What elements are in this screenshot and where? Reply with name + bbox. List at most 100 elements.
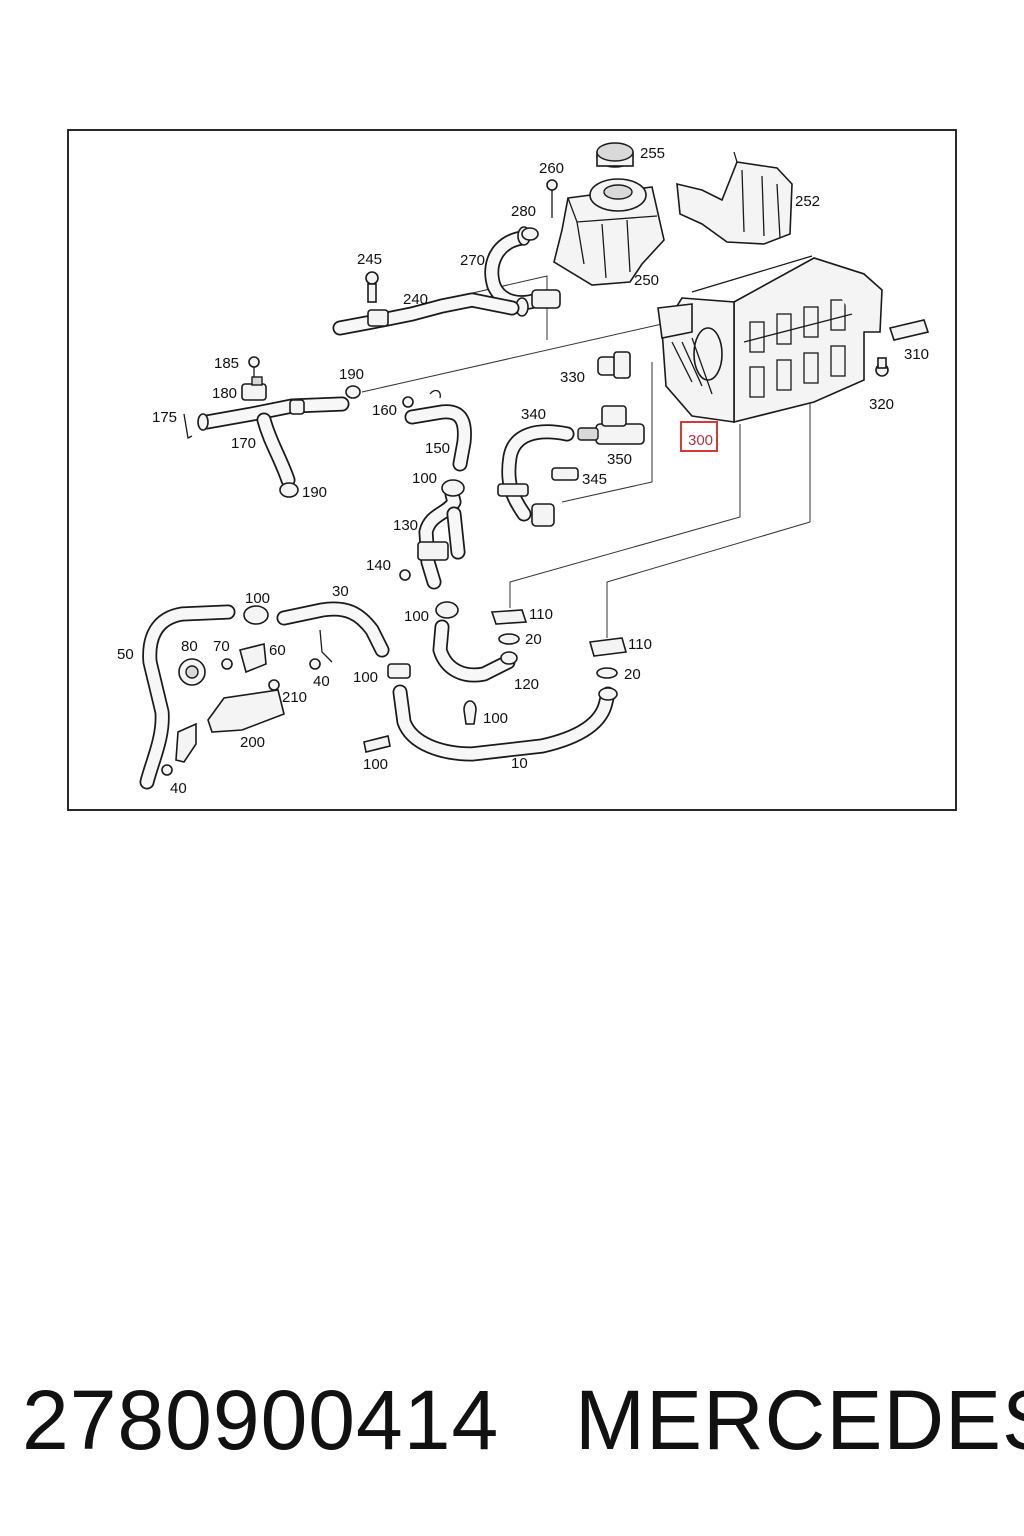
callout-270: 270 bbox=[460, 252, 485, 269]
callout-300-highlight bbox=[680, 421, 718, 452]
exploded-parts-diagram: 255 260 252 280 270 250 245 240 185 190 … bbox=[117, 142, 930, 797]
expansion-tank-250 bbox=[553, 178, 665, 286]
bracket-252 bbox=[676, 151, 793, 245]
callout-340: 340 bbox=[521, 406, 546, 423]
bolt-320 bbox=[875, 357, 889, 377]
clamp-100-120 bbox=[435, 601, 459, 619]
callout-100-10: 100 bbox=[353, 669, 378, 686]
clip-175 bbox=[183, 413, 193, 439]
bracket-60 bbox=[239, 642, 267, 674]
connector-180 bbox=[241, 376, 267, 401]
hose-120 bbox=[432, 619, 518, 683]
clamp-190-lower bbox=[279, 482, 299, 498]
clip-345 bbox=[551, 467, 579, 481]
connector-350 bbox=[577, 405, 645, 445]
callout-255: 255 bbox=[640, 145, 665, 162]
bracket-80 bbox=[178, 658, 206, 686]
callout-40-lower: 40 bbox=[170, 780, 187, 797]
callout-320: 320 bbox=[869, 396, 894, 413]
callout-200: 200 bbox=[240, 734, 265, 751]
charge-air-cooler-300 bbox=[657, 255, 883, 424]
connector-330 bbox=[597, 351, 631, 379]
callout-190-lower: 190 bbox=[302, 484, 327, 501]
callout-100-30: 100 bbox=[245, 590, 270, 607]
parts-diagram-frame: 255 260 252 280 270 250 245 240 185 190 … bbox=[67, 129, 957, 811]
callout-140: 140 bbox=[366, 557, 391, 574]
bolt-185 bbox=[248, 356, 260, 377]
part-number: 2780900414 bbox=[22, 1373, 500, 1467]
hose-170 bbox=[197, 396, 350, 488]
clamp-100-lower bbox=[363, 735, 391, 753]
hose-150 bbox=[404, 389, 472, 472]
callout-labels: 255 260 252 280 270 250 245 240 185 190 … bbox=[117, 145, 929, 797]
callout-110-lower: 110 bbox=[628, 636, 652, 653]
callout-130: 130 bbox=[393, 517, 418, 534]
sensor-310 bbox=[888, 319, 930, 341]
callout-20-lower: 20 bbox=[624, 666, 641, 683]
seal-20-upper bbox=[498, 633, 520, 645]
callout-40-upper: 40 bbox=[313, 673, 330, 690]
callout-350: 350 bbox=[607, 451, 632, 468]
callout-185: 185 bbox=[214, 355, 239, 372]
hose-240 bbox=[332, 292, 520, 336]
clamp-280 bbox=[521, 227, 539, 241]
callout-330: 330 bbox=[560, 369, 585, 386]
callout-300: 300 bbox=[688, 432, 713, 449]
bolt-40-lower bbox=[161, 764, 173, 776]
bolt-70 bbox=[221, 658, 233, 670]
bolt-210 bbox=[268, 679, 280, 691]
callout-10: 10 bbox=[511, 755, 528, 772]
clamp-100-mid bbox=[463, 700, 477, 725]
bolt-40-upper bbox=[309, 658, 321, 670]
tank-cap-255 bbox=[596, 142, 634, 168]
bolt-260 bbox=[546, 179, 558, 218]
callout-190-upper: 190 bbox=[339, 366, 364, 383]
hose-connector bbox=[515, 289, 561, 317]
hose-10 bbox=[387, 663, 618, 762]
callout-170: 170 bbox=[231, 435, 256, 452]
elbow-connector bbox=[531, 503, 555, 527]
clamp-110-lower bbox=[588, 637, 628, 657]
leader-lines bbox=[336, 275, 811, 638]
callout-280: 280 bbox=[511, 203, 536, 220]
callout-150: 150 bbox=[425, 440, 450, 457]
callout-120: 120 bbox=[514, 676, 539, 693]
bolt-140 bbox=[399, 569, 411, 581]
clamp-110-upper bbox=[490, 609, 528, 625]
hose-130 bbox=[417, 486, 466, 590]
callout-260: 260 bbox=[539, 160, 564, 177]
bracket-hose-50 bbox=[175, 722, 197, 763]
callout-100-upper: 100 bbox=[412, 470, 437, 487]
callout-100-mid: 100 bbox=[483, 710, 508, 727]
brand-name: MERCEDES bbox=[575, 1373, 1024, 1467]
hose-340 bbox=[497, 424, 575, 522]
callout-245: 245 bbox=[357, 251, 382, 268]
callout-210: 210 bbox=[282, 689, 307, 706]
callout-70: 70 bbox=[213, 638, 230, 655]
callout-180: 180 bbox=[212, 385, 237, 402]
callout-110-upper: 110 bbox=[529, 606, 553, 623]
callout-80: 80 bbox=[181, 638, 198, 655]
caption: 2780900414 MERCEDES bbox=[0, 1372, 1024, 1467]
clamp-190-upper bbox=[345, 385, 361, 399]
callout-252: 252 bbox=[795, 193, 820, 210]
callout-175: 175 bbox=[152, 409, 177, 426]
bracket-200 bbox=[207, 689, 285, 733]
bolt-160 bbox=[402, 396, 414, 408]
callout-100-120: 100 bbox=[404, 608, 429, 625]
clamp-100-30 bbox=[243, 605, 269, 625]
callout-240: 240 bbox=[403, 291, 428, 308]
callout-345: 345 bbox=[582, 471, 607, 488]
callout-160: 160 bbox=[372, 402, 397, 419]
clamp-100-130 bbox=[441, 479, 465, 497]
hose-30 bbox=[276, 601, 390, 663]
callout-60: 60 bbox=[269, 642, 286, 659]
hose-50 bbox=[139, 604, 236, 790]
seal-20-lower bbox=[596, 667, 618, 679]
bolt-245 bbox=[365, 271, 379, 303]
callout-310: 310 bbox=[904, 346, 929, 363]
callout-250: 250 bbox=[634, 272, 659, 289]
callout-20-upper: 20 bbox=[525, 631, 542, 648]
callout-30: 30 bbox=[332, 583, 349, 600]
callout-50: 50 bbox=[117, 646, 134, 663]
